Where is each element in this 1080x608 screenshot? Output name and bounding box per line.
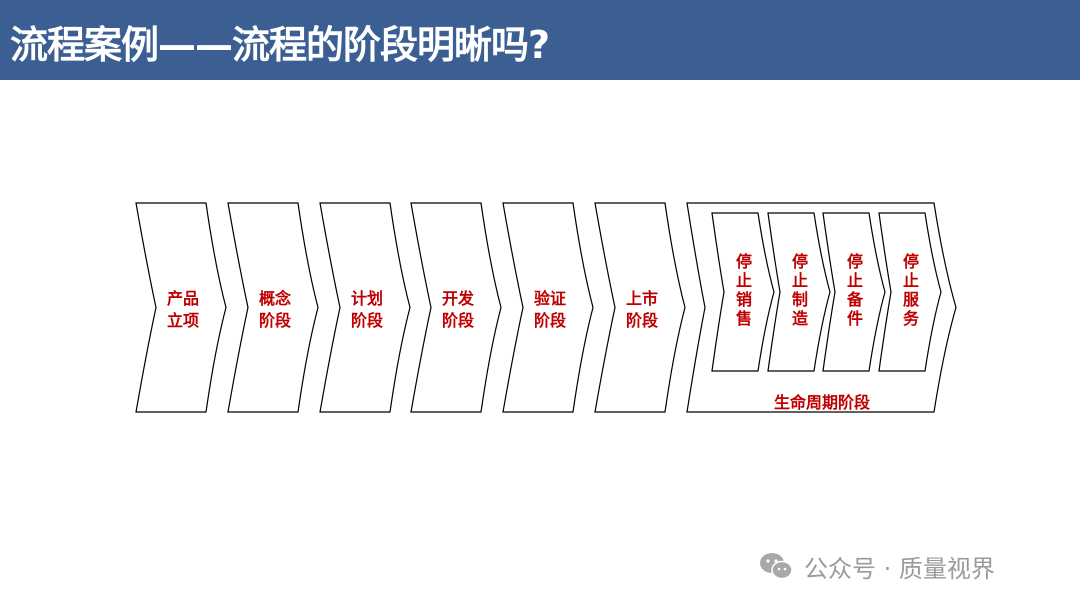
sub-stage-label-3: 停止备件	[846, 252, 863, 328]
stage-label-3: 计划 阶段	[350, 289, 383, 330]
page-title: 流程案例——流程的阶段明晰吗?	[10, 23, 550, 67]
sub-stage-chevron-2	[767, 212, 831, 372]
sub-stage-label-2: 停止制造	[791, 252, 808, 328]
stage-chevron-4	[410, 202, 502, 413]
stage-chevron-6	[594, 202, 686, 413]
sub-stage-label-1: 停止销售	[735, 252, 752, 328]
stage-label-1: 产品 立项	[166, 289, 199, 330]
stage-label-2: 概念 阶段	[258, 289, 291, 330]
wechat-icon	[760, 553, 793, 580]
sub-stage-chevron-4	[878, 212, 942, 372]
watermark-text: 公众号 · 质量视界	[804, 554, 995, 583]
sub-stage-chevron-3	[822, 212, 886, 372]
stage-label-5: 验证 阶段	[533, 289, 566, 330]
stage-label-6: 上市 阶段	[625, 289, 658, 330]
watermark: 公众号 · 质量视界	[758, 548, 995, 584]
title-bar: 流程案例——流程的阶段明晰吗?	[0, 0, 1080, 80]
stage-chevron-5	[502, 202, 594, 413]
stage-label-4: 开发 阶段	[441, 289, 474, 330]
stage-chevron-3	[319, 202, 411, 413]
lifecycle-label: 生命周期阶段	[773, 393, 870, 412]
stage-chevron-1	[135, 202, 227, 413]
sub-stage-chevron-1	[711, 212, 775, 372]
sub-stage-label-4: 停止服务	[902, 252, 919, 328]
stage-chevron-2	[227, 202, 319, 413]
